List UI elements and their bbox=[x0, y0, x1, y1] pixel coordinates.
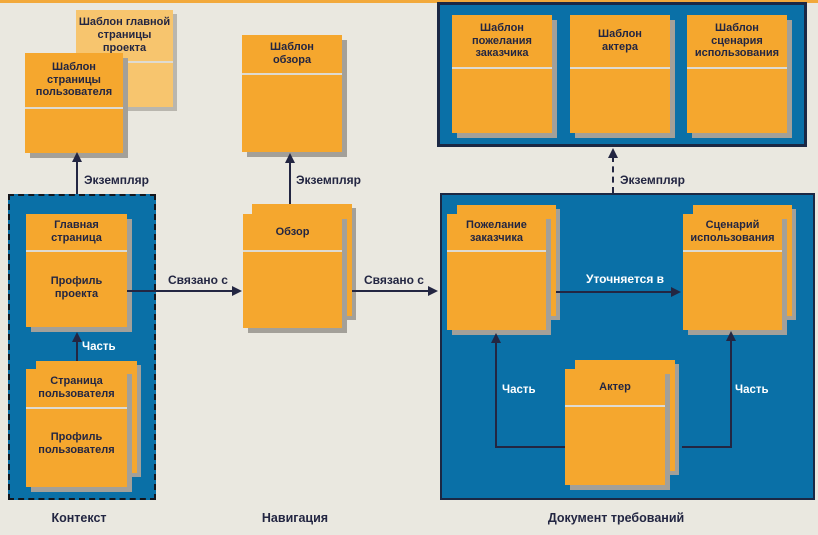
arrow-linked-right-line bbox=[352, 290, 430, 292]
arrow-instance-left-head-up-icon bbox=[72, 152, 82, 162]
node-overview: Обзор bbox=[243, 214, 342, 328]
node-main-page: Главная страница Профиль проекта bbox=[26, 214, 127, 327]
arrow-instance-right-line bbox=[612, 156, 614, 193]
arrow-part-use-case-line bbox=[730, 336, 732, 448]
node-title: Сценарий использования bbox=[683, 214, 782, 252]
node-title: Шаблон пожелания заказчика bbox=[452, 15, 552, 69]
node-body: Профиль пользователя bbox=[38, 431, 115, 456]
node-title: Шаблон страницы пользователя bbox=[25, 53, 123, 109]
node-title: Шаблон обзора bbox=[242, 35, 342, 75]
arrow-part-context-head-icon bbox=[72, 332, 82, 342]
arrow-linked-left-label: Связано с bbox=[168, 273, 228, 287]
arrow-instance-left-line bbox=[76, 155, 78, 211]
arrow-part-use-case-label: Часть bbox=[735, 384, 769, 396]
node-template-overview: Шаблон обзора bbox=[242, 35, 342, 152]
node-template-customer-wish: Шаблон пожелания заказчика bbox=[452, 15, 552, 133]
node-title: Шаблон главной страницы проекта bbox=[76, 10, 173, 63]
arrow-linked-left-head-icon bbox=[232, 286, 242, 296]
templates-instances-divider bbox=[0, 0, 818, 3]
region-label-navigation: Навигация bbox=[261, 511, 329, 525]
node-title: Шаблон сценария использования bbox=[687, 15, 787, 69]
arrow-instance-middle-label: Экземпляр bbox=[296, 173, 361, 187]
arrow-instance-middle-line bbox=[289, 156, 291, 205]
arrow-linked-right-head-icon bbox=[428, 286, 438, 296]
arrow-linked-left-line bbox=[127, 290, 234, 292]
arrow-linked-right-label: Связано с bbox=[364, 273, 424, 287]
node-title: Страница пользователя bbox=[26, 369, 127, 409]
arrow-part-wish-label: Часть bbox=[502, 384, 536, 396]
connector-actor-right-h-line bbox=[682, 446, 732, 448]
connector-actor-left-h-line bbox=[495, 446, 565, 448]
node-user-page: Страница пользователя Профиль пользовате… bbox=[26, 369, 127, 487]
node-title: Главная страница bbox=[26, 214, 127, 252]
arrow-refined-in-label: Уточняется в bbox=[586, 272, 665, 286]
arrow-instance-left-label: Экземпляр bbox=[84, 173, 149, 187]
node-actor: Актер bbox=[565, 369, 665, 485]
node-template-actor: Шаблон актера bbox=[570, 15, 670, 133]
node-use-case: Сценарий использования bbox=[683, 214, 782, 330]
node-title: Шаблон актера bbox=[570, 15, 670, 69]
arrow-refined-in-line bbox=[556, 291, 673, 293]
region-label-context: Контекст bbox=[51, 511, 107, 525]
node-title: Актер bbox=[565, 369, 665, 407]
node-template-use-case: Шаблон сценария использования bbox=[687, 15, 787, 133]
node-body: Профиль проекта bbox=[50, 274, 103, 300]
node-title: Обзор bbox=[243, 214, 342, 252]
node-title: Пожелание заказчика bbox=[447, 214, 546, 252]
arrow-instance-right-label: Экземпляр bbox=[620, 173, 685, 187]
node-customer-wish: Пожелание заказчика bbox=[447, 214, 546, 330]
arrow-part-wish-head-icon bbox=[491, 333, 501, 343]
node-template-user-page: Шаблон страницы пользователя bbox=[25, 53, 123, 153]
arrow-instance-middle-head-icon bbox=[285, 153, 295, 163]
region-label-requirements: Документ требований bbox=[547, 511, 685, 525]
arrow-instance-right-head-icon bbox=[608, 148, 618, 158]
arrow-refined-in-head-icon bbox=[671, 287, 681, 297]
arrow-part-use-case-head-icon bbox=[726, 331, 736, 341]
arrow-part-context-label: Часть bbox=[82, 341, 116, 353]
arrow-part-context-line bbox=[76, 338, 78, 362]
arrow-part-wish-line bbox=[495, 338, 497, 448]
